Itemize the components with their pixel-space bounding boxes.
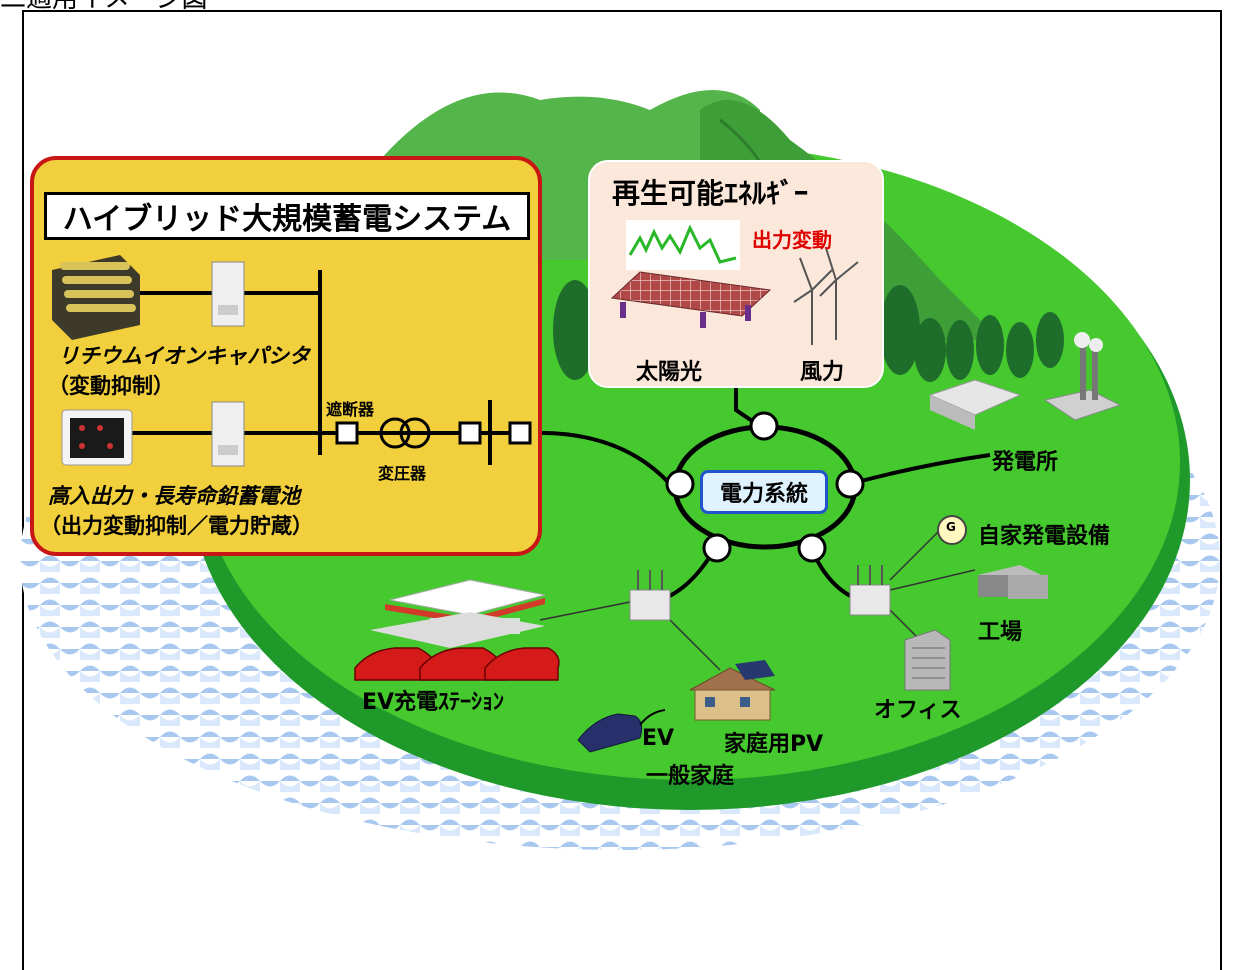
- fluctuation-label: 出力変動: [752, 228, 832, 252]
- breaker-icons: [335, 421, 532, 445]
- ev-station-label: EV充電ｽﾃｰｼｮﾝ: [362, 690, 505, 715]
- power-plant-label: 発電所: [992, 450, 1059, 475]
- private-generation-label: 自家発電設備: [978, 524, 1111, 549]
- renewable-title: 再生可能ｴﾈﾙｷﾞｰ: [612, 177, 809, 210]
- forest: [553, 280, 1064, 382]
- generator-icon: [937, 515, 967, 545]
- breaker-label: 遮断器: [326, 400, 375, 419]
- figure-frame: [22, 10, 1222, 970]
- household-label: 一般家庭: [646, 764, 735, 789]
- ev-label: EV: [642, 726, 675, 751]
- office-icon: [904, 629, 951, 691]
- factory-icon: [978, 565, 1048, 599]
- hybrid-system-title: ハイブリッド大規模蓄電システム: [44, 192, 530, 240]
- capacitor-label: リチウムイオンキャパシタ: [58, 344, 310, 368]
- wind-turbine-icon: [793, 247, 859, 345]
- wind-label: 風力: [800, 360, 845, 385]
- battery-role: （出力変動抑制／電力貯蔵）: [40, 514, 313, 538]
- solar-label: 太陽光: [636, 360, 703, 385]
- fluctuation-wave: [628, 224, 737, 264]
- factory-label: 工場: [978, 620, 1023, 645]
- converter-cabinet-icon-1: [211, 261, 245, 327]
- gas-station-icon: [370, 579, 546, 648]
- substation-icon-1: [629, 570, 671, 621]
- power-grid-node: 電力系統: [700, 470, 828, 514]
- home-pv-label: 家庭用PV: [724, 732, 824, 757]
- line-grid-to-plant: [849, 453, 991, 486]
- house-icon: [689, 660, 776, 721]
- home-ev-icon: [577, 709, 666, 753]
- ev-cars-icon: [354, 647, 560, 681]
- battery-label: 高入出力・長寿命鉛蓄電池: [48, 484, 300, 508]
- office-label: オフィス: [874, 698, 962, 723]
- converter-cabinet-icon-2: [211, 401, 245, 467]
- power-plant-icon: [928, 332, 1122, 430]
- solar-panel-icon: [610, 271, 772, 328]
- line-hybrid-to-grid: [529, 430, 672, 486]
- substation-icon-2: [849, 565, 891, 616]
- transformer-icon: [379, 417, 431, 449]
- distribution-lines: [539, 529, 976, 671]
- capacitor-module-icon: [52, 255, 140, 340]
- grid-nodes: [665, 411, 865, 563]
- generator-symbol: G: [946, 520, 956, 534]
- battery-module-icon: [61, 409, 133, 466]
- transformer-label: 変圧器: [378, 464, 427, 483]
- capacitor-role: （変動抑制）: [48, 374, 174, 398]
